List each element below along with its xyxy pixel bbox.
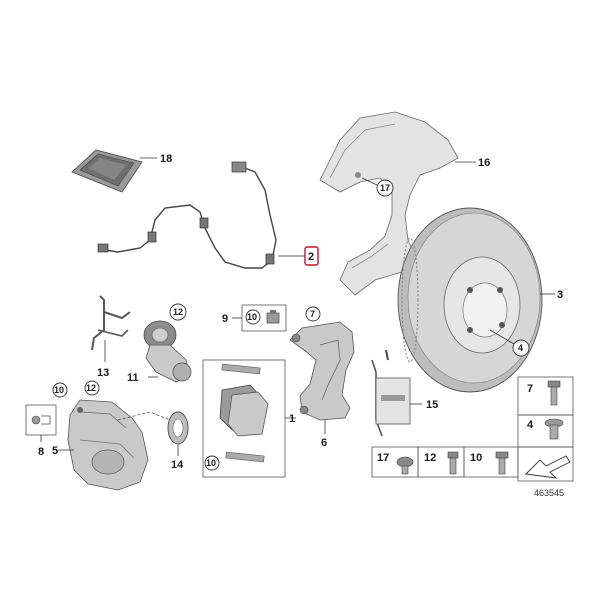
callout-17-grid[interactable]: 17 [377,452,389,464]
part-5-brake-caliper[interactable] [67,399,149,491]
callout-14[interactable]: 14 [171,459,184,471]
callout-2-highlight-box [304,246,319,266]
callout-12-circle-b [84,380,100,396]
callout-10-circle-c [52,382,68,398]
screw-icon-10 [495,451,509,475]
callout-5[interactable]: 5 [52,445,58,457]
reference-number: 463545 [534,488,564,498]
bolt-icon-kit [266,310,280,324]
bolt-grid [371,376,574,482]
screw-icon-12 [447,451,459,475]
callout-18[interactable]: 18 [160,153,172,165]
callout-9[interactable]: 9 [222,313,228,325]
callout-12-circle-a [169,303,187,321]
callout-10-grid[interactable]: 10 [470,452,482,464]
arrow-icon [525,455,571,479]
screw-icon-4 [544,418,564,440]
part-2-wear-sensor[interactable] [97,161,277,269]
callout-10-ref-c[interactable]: 10 [54,385,64,395]
part-11-actuator[interactable] [143,320,192,383]
part-3-brake-disc[interactable] [397,207,543,393]
callout-10-circle-b [204,455,220,471]
screw-icon-7 [547,380,561,406]
part-18-cover[interactable] [71,149,143,193]
callout-17-circle [376,179,394,197]
callout-12-grid[interactable]: 12 [424,452,436,464]
callout-12-ref-b[interactable]: 12 [86,383,96,393]
callout-10-ref-b[interactable]: 10 [206,458,216,468]
kit-box-8 [25,404,57,436]
callout-11[interactable]: 11 [127,372,139,384]
part-6-caliper-carrier[interactable] [289,321,355,421]
callout-17-ref[interactable]: 17 [380,183,390,193]
callout-13[interactable]: 13 [97,367,109,379]
callout-7-ref[interactable]: 7 [310,309,315,319]
callout-4-ref[interactable]: 4 [518,343,523,353]
part-1-brake-pads[interactable] [219,363,269,463]
callout-15[interactable]: 15 [426,399,438,411]
callout-4-grid[interactable]: 4 [527,419,534,431]
callout-7-grid[interactable]: 7 [527,383,533,395]
callout-3[interactable]: 3 [557,289,563,301]
kit-box-1 [202,359,286,478]
screw-icon-17 [396,456,414,475]
callout-1[interactable]: 1 [289,413,295,425]
callout-10-ref-a[interactable]: 10 [247,312,257,322]
callout-2[interactable]: 2 [308,251,314,263]
part-8-repair-kit [31,415,51,425]
callout-10-circle-a [245,309,261,325]
callout-6[interactable]: 6 [321,437,327,449]
callout-8[interactable]: 8 [38,446,44,458]
callout-12-ref-a[interactable]: 12 [173,307,183,317]
part-13-bracket[interactable] [91,295,131,351]
callout-7-circle [305,306,321,322]
callout-16[interactable]: 16 [478,157,490,169]
callout-4-circle [512,339,530,357]
part-14-seal-ring[interactable] [167,411,189,445]
part-15-spring-clip[interactable] [371,349,411,437]
